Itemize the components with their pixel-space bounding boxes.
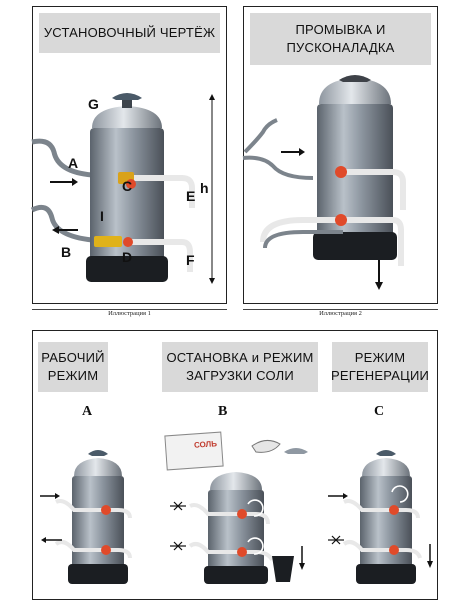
working-mode-line2: РЕЖИМ xyxy=(47,368,99,383)
valve-d xyxy=(94,236,122,247)
mode-letter-b: B xyxy=(218,404,228,419)
label-d: D xyxy=(122,249,133,265)
label-e: E xyxy=(186,188,196,204)
mode-letter-c: C xyxy=(374,404,385,419)
working-mode-banner: РАБОЧИЙ РЕЖИМ xyxy=(38,342,108,392)
stop-mode-banner: ОСТАНОВКА и РЕЖИМ ЗАГРУЗКИ СОЛИ xyxy=(162,342,318,392)
illustration-1-caption: Иллюстрация 1 xyxy=(108,310,151,317)
label-c: C xyxy=(122,178,133,194)
installation-drawing xyxy=(30,93,215,284)
tube-e xyxy=(132,175,195,208)
illustration-2-caption-rule xyxy=(243,309,438,310)
lid-2 xyxy=(319,78,391,104)
illustration-2-title-line1: ПРОМЫВКА И xyxy=(295,22,386,37)
label-i: I xyxy=(100,208,104,224)
tank-lid xyxy=(92,106,162,128)
working-mode-line1: РАБОЧИЙ xyxy=(41,350,105,365)
tank-base-2 xyxy=(313,232,397,260)
tank-base xyxy=(86,256,168,282)
illustration-1-title-banner: УСТАНОВОЧНЫЙ ЧЕРТЁЖ xyxy=(39,13,220,53)
label-f: F xyxy=(186,252,195,268)
mode-letter-a: A xyxy=(82,404,93,419)
regen-mode-line2: РЕГЕНЕРАЦИИ xyxy=(330,368,430,383)
label-b: B xyxy=(61,244,72,260)
illustration-1-title: УСТАНОВОЧНЫЙ ЧЕРТЁЖ xyxy=(43,25,216,40)
working-mode-drawing xyxy=(40,450,132,584)
regen-mode-drawing xyxy=(328,450,433,584)
illustration-2-caption: Иллюстрация 2 xyxy=(319,310,362,317)
salt-pack xyxy=(164,431,224,471)
outlet-hose-b xyxy=(30,204,93,243)
illustration-2-title-banner: ПРОМЫВКА И ПУСКОНАЛАДКА xyxy=(250,13,431,65)
knob xyxy=(112,93,142,100)
flushing-drawing xyxy=(242,75,406,290)
tank-body-2 xyxy=(317,104,393,250)
label-a: A xyxy=(68,155,79,171)
label-h: h xyxy=(200,180,209,196)
illustration-2-title-line2: ПУСКОНАЛАДКА xyxy=(286,40,395,55)
salt-pack-label: СОЛЬ xyxy=(193,439,218,450)
inlet-hose-a xyxy=(31,138,93,178)
illustration-1-caption-rule xyxy=(32,309,227,310)
regen-mode-line1: РЕЖИМ xyxy=(354,350,406,365)
stop-mode-drawing xyxy=(164,431,308,584)
regen-mode-banner: РЕЖИМ РЕГЕНЕРАЦИИ xyxy=(330,342,430,392)
tube-f xyxy=(132,239,193,272)
tank-body xyxy=(90,128,164,268)
stop-mode-line1: ОСТАНОВКА и РЕЖИМ xyxy=(166,350,314,365)
stop-mode-line2: ЗАГРУЗКИ СОЛИ xyxy=(186,368,294,383)
label-g: G xyxy=(88,96,99,112)
